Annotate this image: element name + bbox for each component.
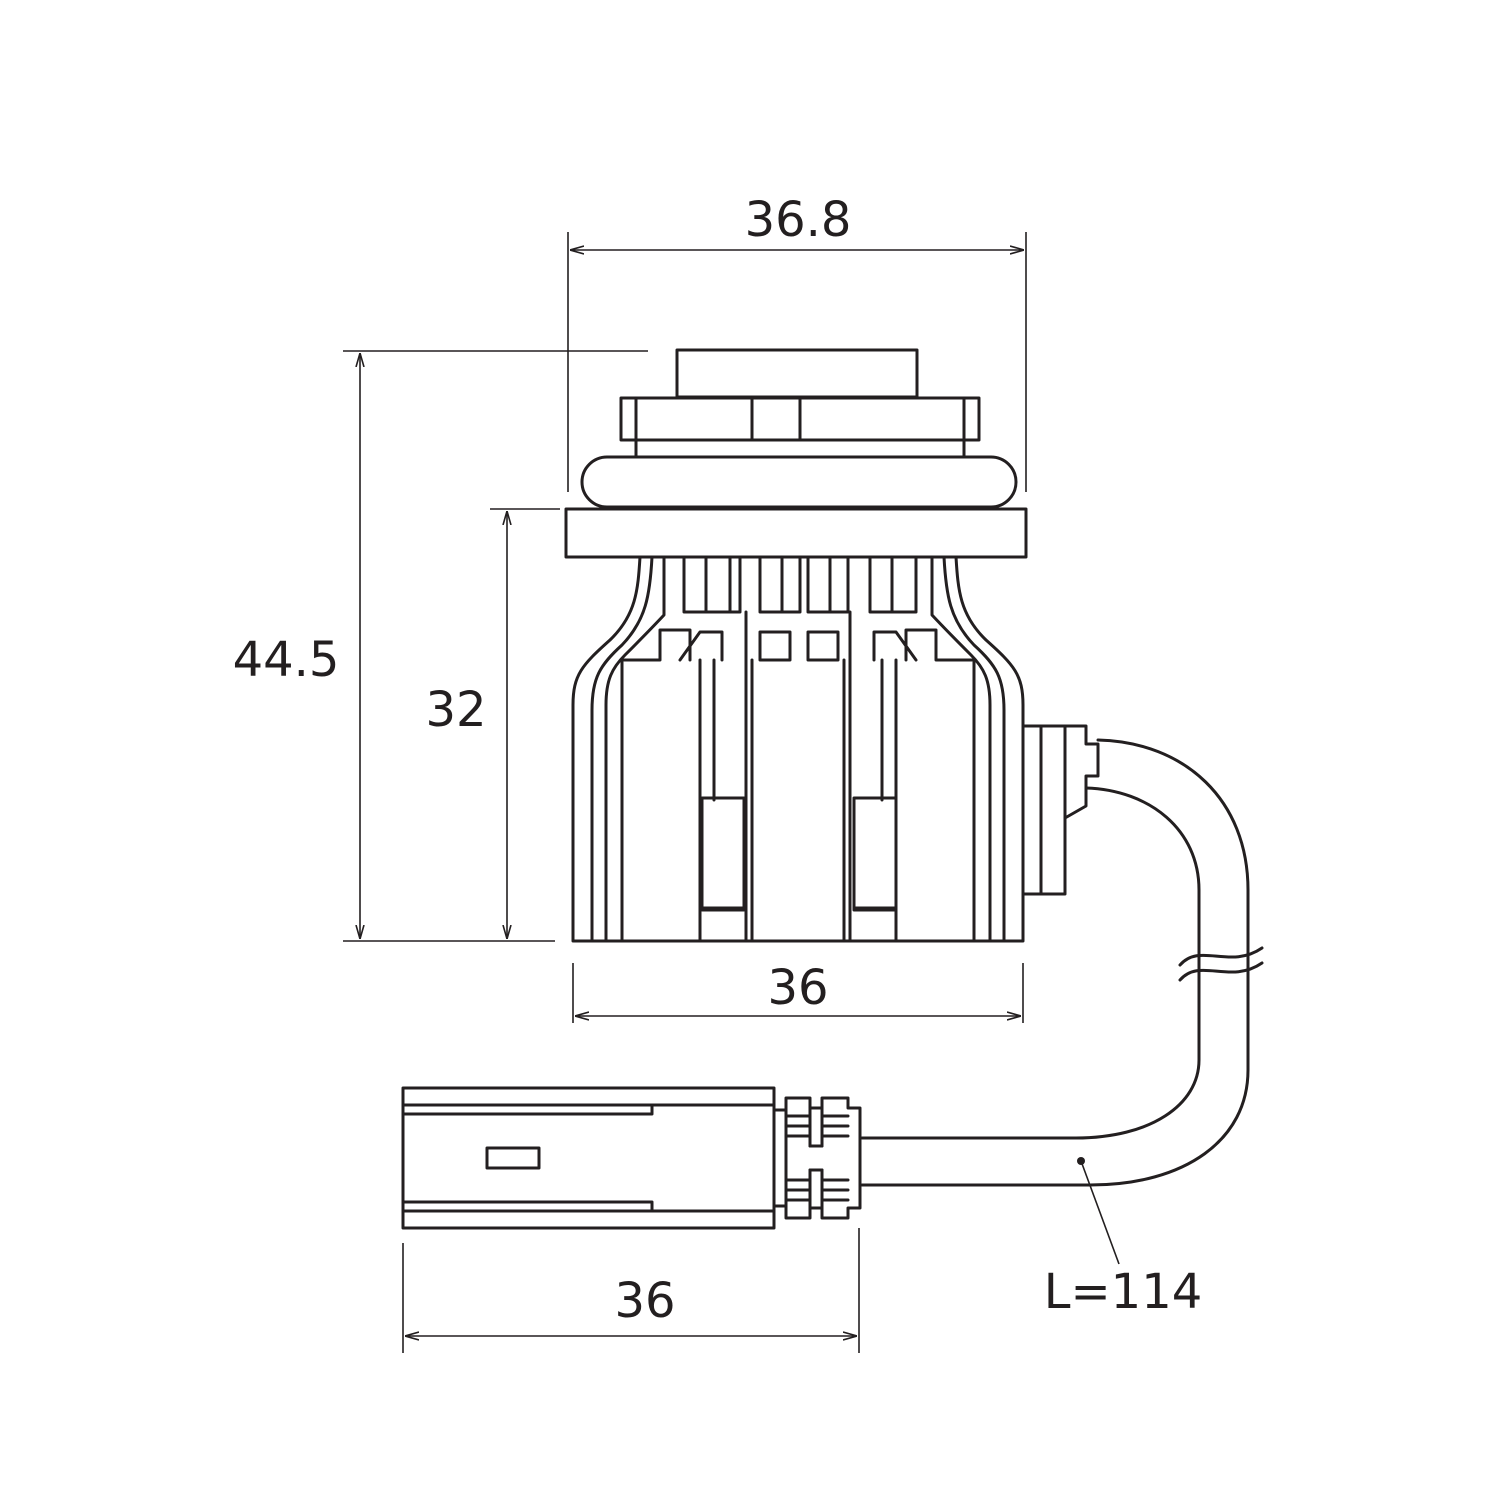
- bulb-flange: [564, 507, 1028, 559]
- dimension-body-width: 36: [572, 960, 1024, 1023]
- heatsink-body: [571, 555, 1025, 943]
- bulb-top-cap: [675, 348, 919, 399]
- dimension-top-width: 36.8: [567, 192, 1027, 492]
- connector-strain-relief: [772, 1096, 862, 1220]
- dimension-body-height: 32: [425, 508, 560, 939]
- dim-label-body-height: 32: [425, 682, 486, 738]
- cable: [860, 738, 1264, 1187]
- dimension-overall-height: 44.5: [233, 350, 648, 942]
- dimension-connector-width: 36: [402, 1228, 860, 1353]
- connector-plug: [401, 1086, 776, 1230]
- dim-label-cable-length: L=114: [1044, 1264, 1203, 1320]
- dim-label-overall-height: 44.5: [233, 632, 340, 688]
- cable-grommet: [1021, 724, 1100, 896]
- cable-length-callout: L=114: [1044, 1157, 1203, 1320]
- bulb-locking-ring: [619, 396, 981, 459]
- bulb-seal-oring: [580, 455, 1018, 509]
- dim-label-connector-width: 36: [614, 1273, 675, 1329]
- dim-label-body-width: 36: [767, 960, 828, 1016]
- dim-label-top-width: 36.8: [745, 192, 852, 248]
